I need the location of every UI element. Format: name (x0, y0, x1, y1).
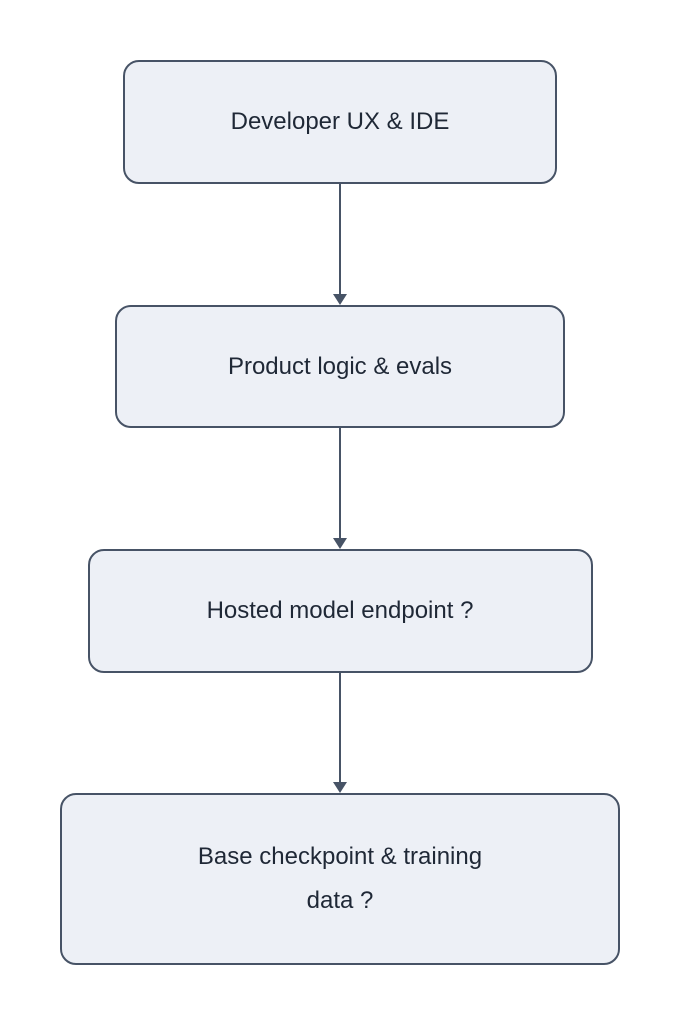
arrow-down-icon (333, 782, 347, 793)
flow-arrow-3 (333, 673, 347, 793)
node-label-line-2: data ? (306, 887, 374, 914)
flow-node-hosted-model-endpoint: Hosted model endpoint ? (87, 549, 593, 673)
flow-node-product-logic-evals: Product logic & evals (115, 305, 565, 428)
arrow-down-icon (333, 538, 347, 549)
arrow-line (339, 184, 341, 294)
node-label: Developer UX & IDE (230, 108, 450, 135)
arrow-line (339, 428, 341, 538)
arrow-down-icon (333, 294, 347, 305)
node-label: Product logic & evals (227, 352, 453, 380)
flow-arrow-1 (333, 184, 347, 305)
arrow-line (339, 673, 341, 782)
node-label-line-1: Base checkpoint & training (197, 843, 483, 870)
node-label: Hosted model endpoint ? (206, 597, 474, 624)
flow-node-base-checkpoint-training-data: Base checkpoint & training data ? (60, 793, 620, 965)
flow-arrow-2 (333, 428, 347, 549)
flow-node-developer-ux-ide: Developer UX & IDE (123, 60, 557, 184)
